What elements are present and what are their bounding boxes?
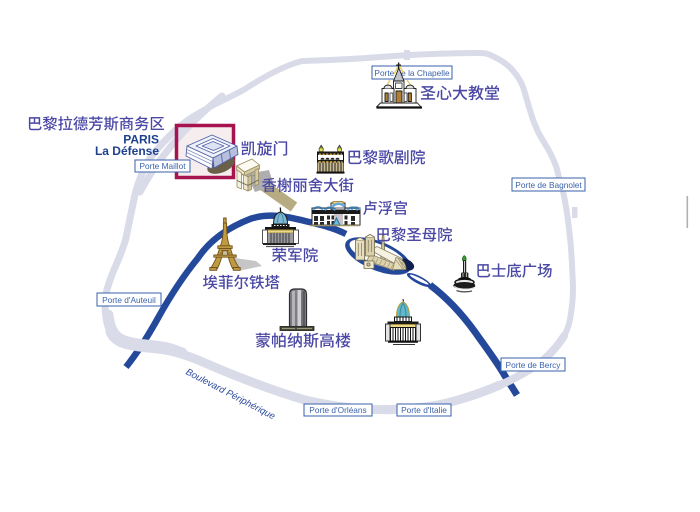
svg-text:Porte Maillot: Porte Maillot	[139, 161, 186, 171]
svg-text:Porte d'Orléans: Porte d'Orléans	[309, 405, 366, 415]
svg-text:Porte de Bagnolet: Porte de Bagnolet	[515, 180, 582, 190]
svg-text:Porte de la Chapelle: Porte de la Chapelle	[374, 68, 450, 78]
svg-text:La Défense: La Défense	[95, 144, 159, 158]
svg-text:Porte de Bercy: Porte de Bercy	[506, 360, 562, 370]
svg-text:PARIS: PARIS	[123, 133, 159, 147]
svg-text:Porte d'Italie: Porte d'Italie	[401, 405, 447, 415]
svg-text:Porte d'Auteuil: Porte d'Auteuil	[102, 295, 156, 305]
